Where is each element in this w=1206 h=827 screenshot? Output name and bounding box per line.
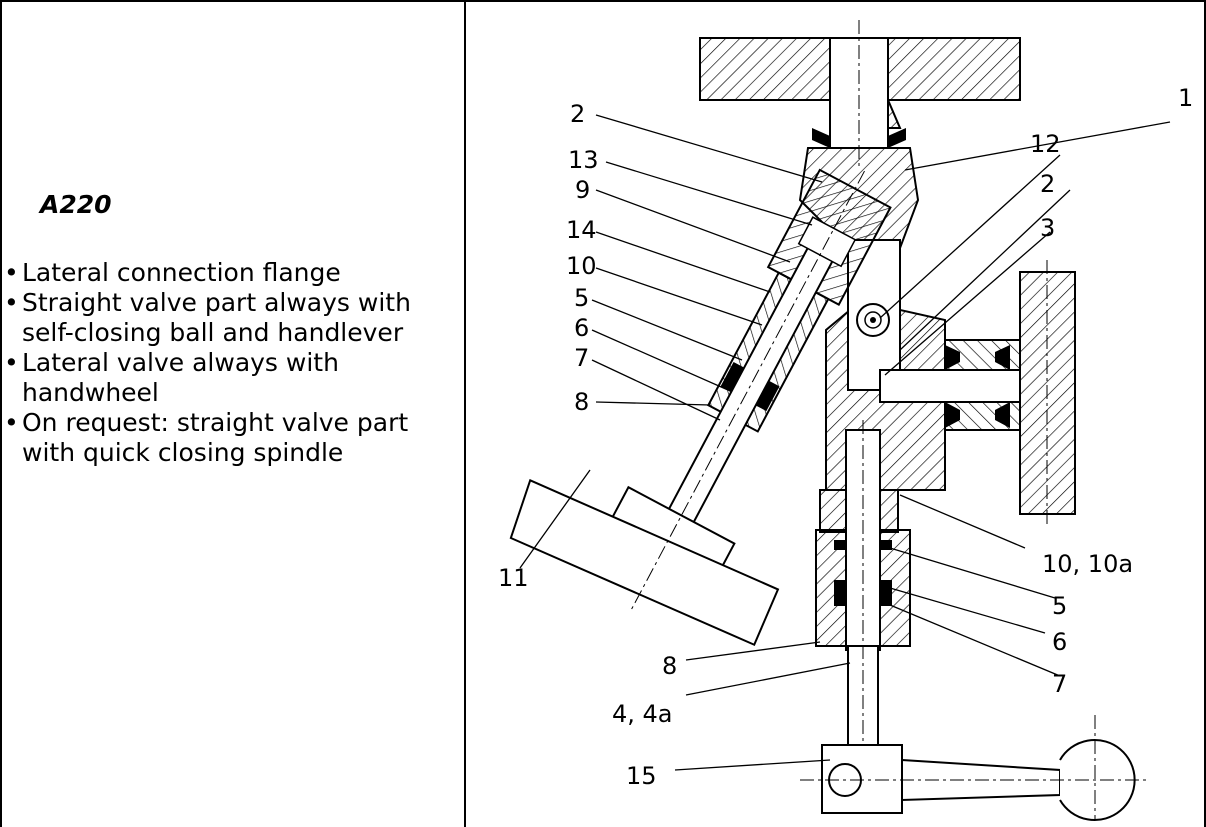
feature-item: •On request: straight valve part with qu… (4, 408, 409, 467)
callout-label: 8 (662, 652, 677, 680)
product-title: A220 (40, 190, 112, 219)
feature-list: •Lateral connection flange •Straight val… (4, 258, 459, 468)
callout-label: 12 (1030, 130, 1061, 158)
callout-label: 11 (498, 564, 529, 592)
bullet-icon: • (4, 258, 19, 287)
handlever (800, 715, 1150, 821)
callout-label: 9 (575, 176, 590, 204)
callout-label: 2 (1040, 170, 1055, 198)
callout-label: 14 (566, 216, 597, 244)
feature-item: •Lateral connection flange (4, 258, 341, 287)
description-cell: A220 •Lateral connection flange •Straigh… (0, 0, 464, 827)
feature-item: •Straight valve part always with self-cl… (4, 288, 411, 347)
callout-label: 5 (574, 284, 589, 312)
callout-label: 5 (1052, 592, 1067, 620)
leader-lines (519, 114, 1171, 771)
lateral-flange (879, 260, 1076, 525)
bullet-icon: • (4, 408, 19, 437)
callout-label: 10 (566, 252, 597, 280)
column-divider (464, 0, 466, 827)
callout-label: 6 (1052, 628, 1067, 656)
callout-label: 4, 4a (612, 700, 673, 728)
callout-label: 7 (574, 344, 589, 372)
valve-diagram: 2 13 9 14 10 5 6 7 8 11 1 12 2 3 10, 10a… (498, 20, 1193, 821)
bullet-icon: • (4, 288, 19, 317)
callout-labels: 2 13 9 14 10 5 6 7 8 11 1 12 2 3 10, 10a… (498, 84, 1193, 790)
callout-label: 3 (1040, 214, 1055, 242)
handwheel-top (699, 20, 1021, 170)
callout-label: 6 (574, 314, 589, 342)
callout-label: 1 (1178, 84, 1193, 112)
callout-label: 13 (568, 146, 599, 174)
callout-label: 8 (574, 388, 589, 416)
feature-item: •Lateral valve always with handwheel (4, 348, 339, 407)
callout-label: 15 (626, 762, 657, 790)
angled-valve (509, 168, 892, 647)
callout-label: 7 (1052, 670, 1067, 698)
bullet-icon: • (4, 348, 19, 377)
callout-label: 10, 10a (1042, 550, 1133, 578)
callout-label: 2 (570, 100, 585, 128)
